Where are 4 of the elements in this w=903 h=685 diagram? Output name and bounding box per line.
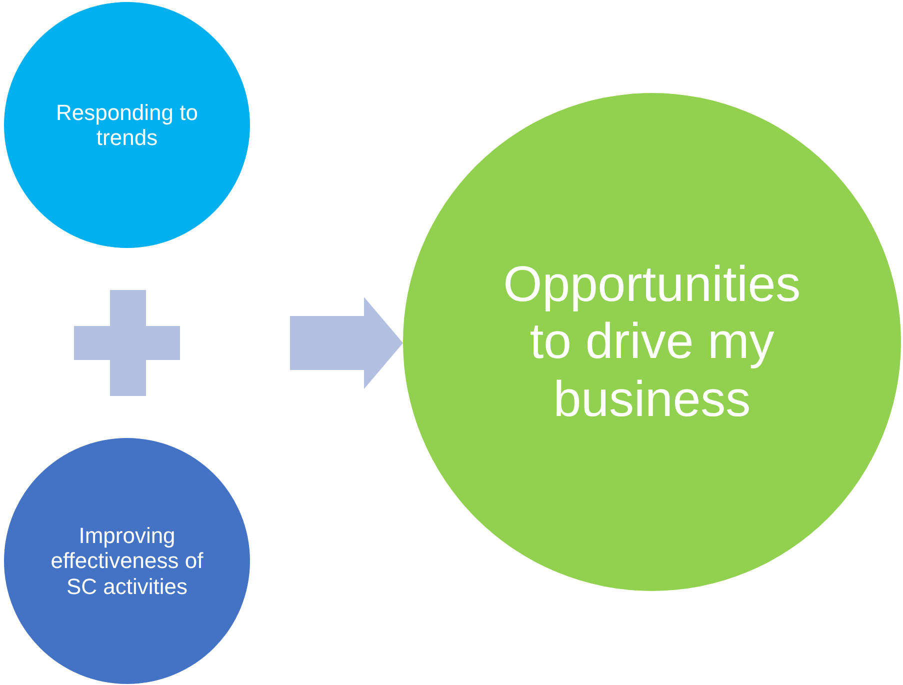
circle-label: Improving effectiveness of SC activities [50, 523, 204, 599]
block-arrow [290, 297, 403, 389]
circle-label: Opportunities to drive my business [502, 256, 802, 428]
circle-label: Responding to trends [55, 100, 199, 150]
